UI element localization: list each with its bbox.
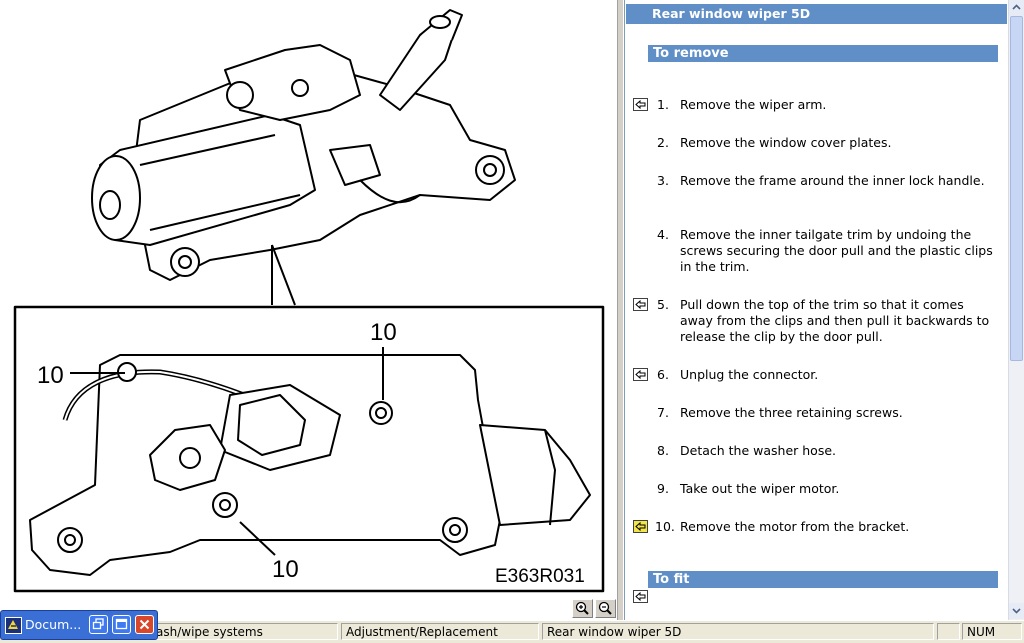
zoom-in-icon bbox=[575, 601, 589, 615]
scroll-thumb[interactable] bbox=[1010, 16, 1023, 361]
minimized-document-window[interactable]: Docum... bbox=[0, 610, 158, 640]
back-arrow-icon-active[interactable] bbox=[633, 520, 648, 533]
restore-button[interactable] bbox=[89, 615, 108, 634]
app-icon bbox=[5, 617, 22, 634]
status-section: ash/wipe systems bbox=[152, 623, 338, 640]
maximize-button[interactable] bbox=[112, 615, 131, 634]
zoom-out-icon bbox=[598, 601, 612, 615]
maximize-icon bbox=[115, 618, 128, 630]
back-arrow-icon[interactable] bbox=[633, 98, 648, 111]
zoom-out-button[interactable] bbox=[595, 599, 616, 618]
callout-label: 10 bbox=[370, 319, 397, 346]
window-label: Docum... bbox=[25, 617, 82, 632]
status-bar: ash/wipe systems Adjustment/Replacement … bbox=[0, 620, 1024, 643]
callout-label: 10 bbox=[37, 362, 64, 389]
zoom-toolbar bbox=[570, 598, 617, 620]
scroll-up-button[interactable] bbox=[1009, 0, 1024, 16]
status-empty bbox=[937, 623, 960, 640]
back-arrow-icon[interactable] bbox=[633, 590, 648, 603]
pane-splitter[interactable] bbox=[617, 0, 624, 620]
section-header-remove: To remove bbox=[648, 45, 998, 62]
status-category: Adjustment/Replacement bbox=[341, 623, 539, 640]
callout-label: 10 bbox=[272, 556, 299, 583]
figure-code: E363R031 bbox=[495, 566, 585, 587]
document-pane: Rear window wiper 5D To remove 1. Remove… bbox=[624, 0, 1009, 620]
scroll-down-button[interactable] bbox=[1009, 603, 1024, 619]
back-arrow-icon[interactable] bbox=[633, 298, 648, 311]
vertical-scrollbar[interactable] bbox=[1008, 0, 1024, 620]
wiper-motor-illustration: 10 10 10 E363R031 bbox=[13, 9, 605, 593]
num-lock-indicator: NUM bbox=[962, 623, 1022, 640]
close-button[interactable] bbox=[135, 615, 154, 634]
close-icon bbox=[139, 619, 150, 630]
chevron-down-icon bbox=[1012, 608, 1021, 614]
back-arrow-icon[interactable] bbox=[633, 368, 648, 381]
section-header-fit: To fit bbox=[648, 571, 998, 588]
document-title: Rear window wiper 5D bbox=[626, 4, 1007, 24]
chevron-up-icon bbox=[1012, 4, 1021, 10]
zoom-in-button[interactable] bbox=[572, 599, 593, 618]
restore-icon bbox=[92, 618, 104, 630]
illustration-pane: 10 10 10 E363R031 bbox=[0, 0, 617, 620]
status-topic: Rear window wiper 5D bbox=[542, 623, 934, 640]
